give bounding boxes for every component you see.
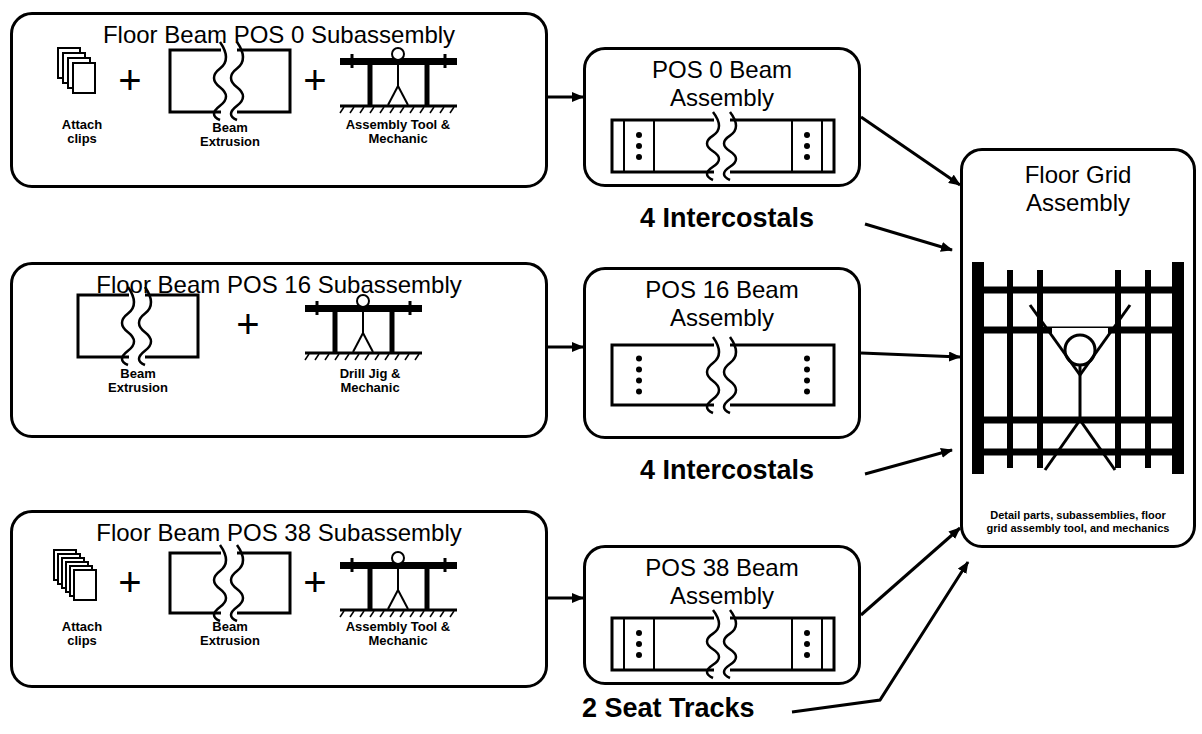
part-caption: Drill Jig & Mechanic — [315, 367, 425, 396]
assembly-box: Floor Grid AssemblyDetail parts, subasse… — [960, 148, 1196, 548]
box-title: Floor Beam POS 38 Subassembly — [96, 519, 462, 547]
plus-sign: + — [300, 560, 330, 604]
part-caption: Attach clips — [52, 118, 112, 147]
part-caption: Beam Extrusion — [190, 121, 270, 150]
part-icons — [54, 42, 1184, 678]
part-caption: Assembly Tool & Mechanic — [343, 118, 453, 147]
leader-arrow — [792, 562, 968, 712]
flow-arrow — [548, 96, 583, 99]
beam-assembly-box: POS 38 Beam Assembly — [583, 545, 861, 685]
flow-arrow — [548, 346, 583, 349]
plus-sign: + — [233, 302, 263, 346]
flow-arrow — [548, 597, 583, 600]
part-count-label: 2 Seat Tracks — [582, 694, 787, 724]
plus-sign: + — [115, 58, 145, 102]
box-title: POS 38 Beam Assembly — [622, 554, 822, 609]
subassembly-box: Floor Beam POS 0 Subassembly — [10, 12, 548, 188]
beam-assembly-box: POS 16 Beam Assembly — [583, 267, 861, 439]
leader-arrow — [865, 450, 952, 474]
box-note: Detail parts, subassemblies, floor grid … — [983, 509, 1173, 535]
box-title: Floor Beam POS 0 Subassembly — [103, 21, 455, 49]
part-count-label: 4 Intercostals — [640, 456, 862, 486]
plus-sign: + — [115, 560, 145, 604]
part-caption: Beam Extrusion — [98, 367, 178, 396]
box-title: POS 16 Beam Assembly — [622, 276, 822, 331]
plus-sign: + — [300, 58, 330, 102]
beam-assembly-box: POS 0 Beam Assembly — [583, 47, 861, 187]
box-title: POS 0 Beam Assembly — [622, 56, 822, 111]
box-title: Floor Grid Assembly — [983, 161, 1173, 216]
flow-arrow — [861, 528, 960, 615]
flow-arrow — [861, 353, 960, 357]
part-caption: Beam Extrusion — [190, 620, 270, 649]
subassembly-box: Floor Beam POS 16 Subassembly — [10, 262, 548, 438]
part-caption: Assembly Tool & Mechanic — [343, 620, 453, 649]
flow-arrow — [861, 117, 960, 185]
part-count-label: 4 Intercostals — [640, 204, 862, 234]
subassembly-box: Floor Beam POS 38 Subassembly — [10, 510, 548, 688]
box-title: Floor Beam POS 16 Subassembly — [96, 271, 462, 299]
leader-arrow — [865, 224, 952, 250]
part-caption: Attach clips — [52, 620, 112, 649]
